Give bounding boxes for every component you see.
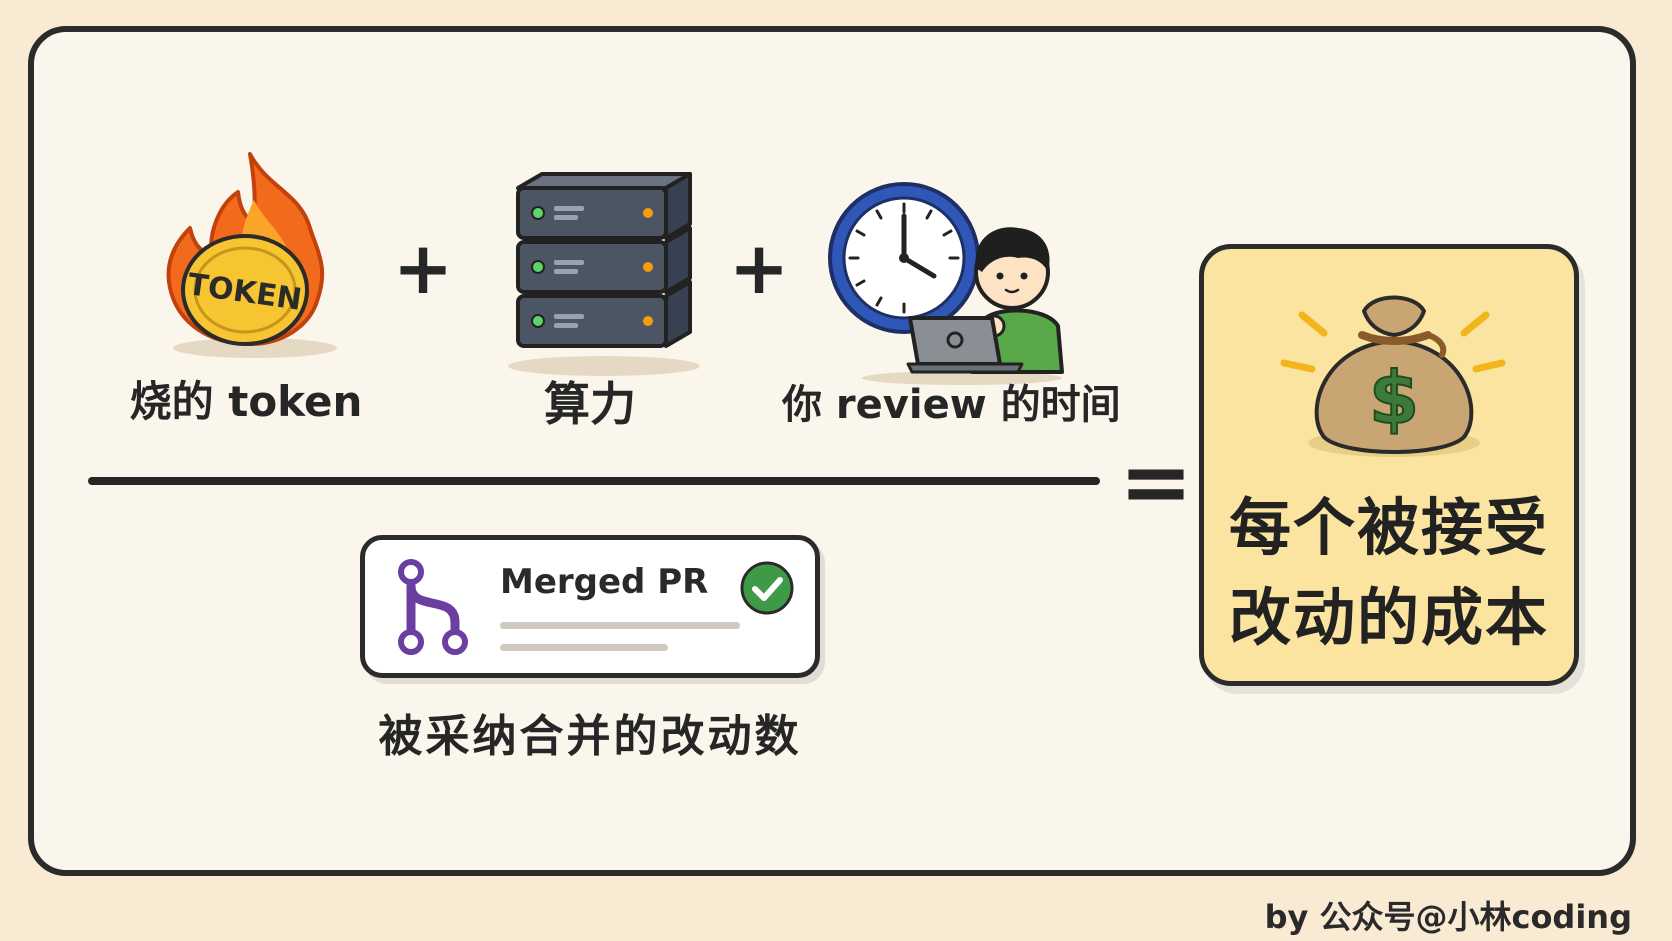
term-label-compute: 算力	[544, 377, 636, 431]
pr-line-placeholder-1	[500, 622, 740, 629]
plus-operator-2: +	[728, 226, 790, 310]
fraction-line	[88, 477, 1100, 485]
term-label-token: 烧的 token	[129, 377, 363, 426]
clock-person-icon	[828, 182, 1064, 385]
author-credit: by 公众号@小林coding	[1264, 898, 1632, 936]
money-bag-icon: $	[1280, 295, 1506, 457]
term-label-review-time: 你 review 的时间	[782, 382, 1121, 428]
plus-operator-1: +	[392, 226, 454, 310]
server-stack-icon	[508, 172, 700, 376]
merged-pr-card: Merged PR	[360, 535, 820, 678]
git-merge-icon	[398, 559, 468, 655]
result-box: $ 每个被接受 改动的成本	[1199, 244, 1579, 686]
result-line-1: 每个被接受	[1228, 491, 1549, 564]
merged-pr-title: Merged PR	[500, 562, 709, 602]
result-line-2: 改动的成本	[1228, 581, 1549, 654]
pr-line-placeholder-2	[500, 644, 668, 651]
check-circle-icon	[740, 561, 794, 615]
equals-operator: =	[1119, 430, 1193, 533]
dollar-symbol: $	[1369, 356, 1419, 440]
denominator-label: 被采纳合并的改动数	[378, 711, 802, 762]
flame-coin-icon: TOKEN	[166, 152, 337, 358]
